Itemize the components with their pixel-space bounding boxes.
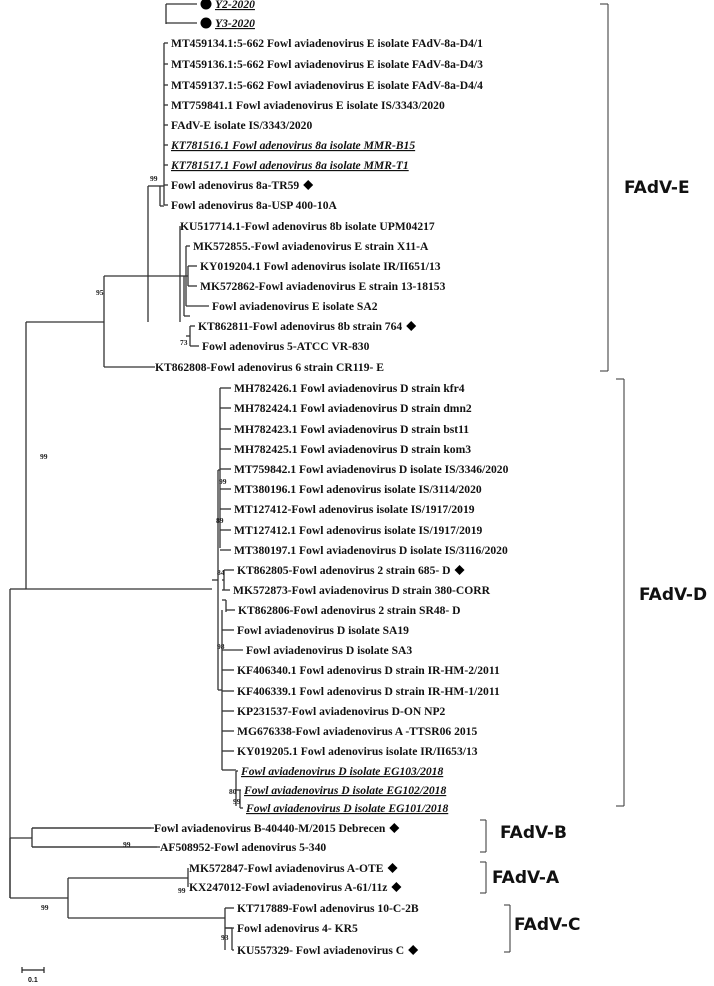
leaf-label: Fowl aviadenovirus D isolate EG103/2018: [240, 765, 443, 778]
leaf-label: Fowl aviadenovirus D isolate EG101/2018: [245, 802, 448, 815]
leaf-label: KP231537-Fowl aviadenovirus D-ON NP2: [237, 705, 446, 718]
leaf-label: Fowl aviadenovirus B-40440-M/2015 Debrec…: [154, 822, 386, 835]
leaf-label: MT459137.1:5-662 Fowl aviadenovirus E is…: [171, 79, 483, 92]
bootstrap-d-eg2: 99: [233, 797, 241, 806]
leaf-label: Fowl adenovirus 5-ATCC VR-830: [202, 340, 370, 353]
leaf-label: KF406340.1 Fowl adenovirus D strain IR-H…: [237, 664, 500, 677]
tree-branches: [9, 3, 243, 951]
leaf-label: KU517714.1-Fowl adenovirus 8b isolate UP…: [180, 220, 435, 233]
leaf-label: MT459134.1:5-662 Fowl aviadenovirus E is…: [171, 37, 483, 50]
leaf-label: Fowl adenovirus 8a-TR59: [171, 179, 299, 192]
leaf-label: MT459136.1:5-662 Fowl aviadenovirus E is…: [171, 58, 483, 71]
bootstrap-e-sub: 95: [96, 288, 104, 297]
leaf-label: Fowl aviadenovirus D isolate EG102/2018: [243, 784, 446, 797]
diamond-marker-icon: [389, 823, 400, 833]
leaf-label: Fowl adenovirus 4- KR5: [237, 922, 358, 935]
bootstrap-d-inner2: 89: [216, 516, 224, 525]
diamond-marker-icon: [387, 863, 398, 873]
clade-label-fadv-b: FAdV-B: [500, 823, 567, 843]
diamond-marker-icon: [408, 945, 419, 955]
leaf-label: KT862808-Fowl adenovirus 6 strain CR119-…: [155, 361, 384, 374]
clade-label-fadv-a: FAdV-A: [492, 868, 560, 888]
bootstrap-d-inner4: 98: [217, 642, 225, 651]
leaf-label: MK572862-Fowl aviadenovirus E strain 13-…: [200, 280, 446, 293]
leaf-label: Y3-2020: [215, 17, 255, 30]
leaf-label: KT862806-Fowl adenovirus 2 strain SR48- …: [238, 604, 461, 617]
bootstrap-b: 99: [123, 840, 131, 849]
leaf-label: MK572847-Fowl aviadenovirus A-OTE: [189, 862, 384, 875]
leaf-label: KT717889-Fowl adenovirus 10-C-2B: [237, 902, 419, 915]
diamond-marker-icon: [406, 321, 417, 331]
leaf-label: Fowl aviadenovirus D isolate SA3: [246, 644, 412, 657]
leaf-label: KF406339.1 Fowl adenovirus D strain IR-H…: [237, 685, 500, 698]
scale-bar-label: 0.1: [28, 977, 38, 984]
leaf-label: MT759842.1 Fowl aviadenovirus D isolate …: [234, 463, 509, 476]
leaf-label: MH782423.1 Fowl aviadenovirus D strain b…: [234, 423, 469, 436]
clade-label-fadv-c: FAdV-C: [514, 915, 580, 935]
leaf-label: KX247012-Fowl aviadenovirus A-61/11z: [189, 881, 387, 894]
leaf-label: KT862811-Fowl adenovirus 8b strain 764: [198, 320, 402, 333]
bootstrap-de: 99: [40, 452, 48, 461]
leaf-label: MT127412.1 Fowl adenovirus isolate IS/19…: [234, 524, 483, 537]
leaf-label: Fowl aviadenovirus E isolate SA2: [212, 300, 378, 313]
bootstrap-a: 99: [178, 886, 186, 895]
leaf-label: MG676338-Fowl aviadenovirus A -TTSR06 20…: [237, 725, 477, 738]
clade-label-fadv-d: FAdV-D: [639, 585, 707, 605]
leaf-label: KY019204.1 Fowl adenovirus isolate IR/II…: [200, 260, 441, 273]
bootstrap-ac: 99: [41, 903, 49, 912]
leaf-label: MT380197.1 Fowl aviadenovirus D isolate …: [234, 544, 508, 557]
leaf-label: MT380196.1 Fowl adenovirus isolate IS/31…: [234, 483, 482, 496]
bootstrap-d-eg: 80: [229, 787, 237, 796]
bootstrap-e-main: 99: [150, 174, 158, 183]
leaf-label: Fowl adenovirus 8a-USP 400-10A: [171, 199, 337, 212]
leaf-label: MK572855.-Fowl aviadenovirus E strain X1…: [193, 240, 429, 253]
leaf-label: KT781516.1 Fowl adenovirus 8a isolate MM…: [170, 139, 415, 152]
leaf-label: AF508952-Fowl adenovirus 5-340: [160, 841, 326, 854]
leaf-label: FAdV-E isolate IS/3343/2020: [171, 119, 312, 132]
leaf-label: KY019205.1 Fowl adenovirus isolate IR/II…: [237, 745, 478, 758]
leaf-label: MH782426.1 Fowl aviadenovirus D strain k…: [234, 382, 465, 395]
leaf-label: MH782424.1 Fowl aviadenovirus D strain d…: [234, 402, 472, 415]
bootstrap-d-inner1: 99: [219, 477, 227, 486]
bootstrap-e-8b: 73: [180, 338, 188, 347]
leaf-label: MK572873-Fowl aviadenovirus D strain 380…: [233, 584, 491, 597]
clade-label-fadv-e: FAdV-E: [624, 178, 690, 198]
leaf-label: MT759841.1 Fowl aviadenovirus E isolate …: [171, 99, 445, 112]
leaf-label: MT127412-Fowl adenovirus isolate IS/1917…: [234, 503, 475, 516]
leaf-label: KU557329- Fowl aviadenovirus C: [237, 944, 404, 957]
clade-brackets: [480, 3, 625, 953]
leaf-label: Y2-2020: [215, 0, 255, 11]
bootstrap-d-inner3: 84: [217, 568, 225, 577]
bootstrap-c: 93: [221, 933, 229, 942]
leaf-label: KT781517.1 Fowl adenovirus 8a isolate MM…: [170, 159, 409, 172]
leaf-label: KT862805-Fowl adenovirus 2 strain 685- D: [237, 564, 451, 577]
diamond-marker-icon: [303, 180, 314, 190]
diamond-marker-icon: [454, 565, 465, 575]
circle-marker-icon: [200, 17, 212, 29]
leaf-label: MH782425.1 Fowl aviadenovirus D strain k…: [234, 443, 471, 456]
circle-marker-icon: [200, 0, 212, 10]
diamond-marker-icon: [391, 882, 402, 892]
leaf-label: Fowl aviadenovirus D isolate SA19: [237, 624, 409, 637]
